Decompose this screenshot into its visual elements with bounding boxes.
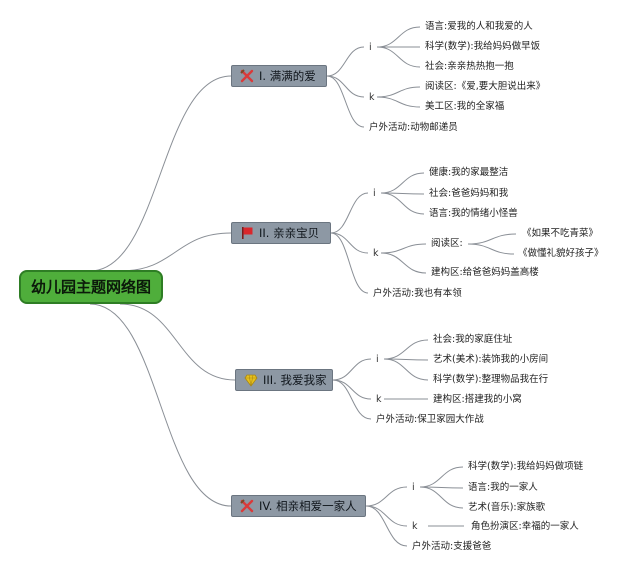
branch-1-i-item-3: 社会:亲亲热热抱一抱 [425,61,514,72]
connector-12 [376,96,421,108]
diamond-icon [244,373,258,387]
branch-3-k-label: k [376,394,382,405]
connector-23 [332,358,372,381]
connector-1 [89,75,232,272]
root-node[interactable]: 幼儿园主题网络图 [19,270,163,304]
connector-30 [365,486,408,507]
connector-14 [330,232,369,254]
branch-3-label: III. 我爱我家 [263,373,327,387]
branch-1-k-item-1: 阅读区:《爱,要大胆说出来》 [425,81,546,92]
branch-1-label: I. 满满的爱 [259,69,316,83]
connector-10 [376,46,421,68]
connector-15 [330,232,369,294]
connector-20 [380,252,427,274]
branch-2-i-item-2: 社会:爸爸妈妈和我 [429,188,509,199]
connector-22 [467,243,515,255]
branch-4-k-item-1: 角色扮演区:幸福的一家人 [471,521,579,532]
crossed-tools-icon [240,499,254,513]
connector-24 [332,379,372,400]
branch-3-outdoor: 户外活动:保卫家园大作战 [376,414,484,425]
connector-21 [467,233,517,245]
connector-11 [376,86,421,98]
branch-3-i-item-1: 社会:我的家庭住址 [433,334,513,345]
connector-13 [330,192,369,234]
crossed-tools-icon [240,69,254,83]
branch-1-k-label: k [369,92,375,103]
branch-2-reading-item-2: 《做懂礼貌好孩子》 [518,248,604,259]
branch-4-k-label: k [412,521,418,532]
connector-3 [119,303,236,381]
connector-2 [119,232,232,272]
branch-1-k-item-2: 美工区:我的全家福 [425,101,505,112]
branch-2-i-item-1: 健康:我的家最整洁 [429,167,509,178]
connector-26 [383,339,429,360]
branch-1-outdoor: 户外活动:动物邮递员 [369,122,458,133]
branch-3-i-label: i [376,354,379,365]
branch-2-k-other: 建构区:给爸爸妈妈盖高楼 [431,267,539,278]
connector-28 [383,358,429,381]
branch-4-outdoor: 户外活动:支援爸爸 [412,541,492,552]
branch-4-node[interactable]: IV. 相亲相爱一家人 [231,495,366,517]
branch-4-i-item-3: 艺术(音乐):家族歌 [468,502,546,513]
branch-2-i-item-3: 语言:我的情绪小怪兽 [429,208,518,219]
connector-4 [89,303,232,507]
root-label: 幼儿园主题网络图 [30,278,151,296]
branch-2-outdoor: 户外活动:我也有本领 [373,288,462,299]
branch-1-i-item-2: 科学(数学):我给妈妈做早饭 [425,41,541,52]
branch-2-label: II. 亲亲宝贝 [259,226,320,240]
branch-3-node[interactable]: III. 我爱我家 [235,369,333,391]
connector-35 [419,486,464,509]
connector-6 [326,75,365,98]
connector-33 [419,466,464,488]
branch-2-reading-item-1: 《如果不吃青菜》 [522,228,599,239]
red-flag-icon [240,226,254,240]
branch-3-i-item-2: 艺术(美术):装饰我的小房间 [433,354,549,365]
branch-3-k-item-1: 建构区:搭建我的小窝 [433,394,522,405]
connector-5 [326,46,365,77]
branch-2-reading-label: 阅读区: [431,238,463,249]
branch-1-node[interactable]: I. 满满的爱 [231,65,327,87]
connector-7 [326,75,365,128]
branch-2-i-label: i [373,188,376,199]
branch-2-node[interactable]: II. 亲亲宝贝 [231,222,331,244]
branch-2-k-label: k [373,248,379,259]
connector-31 [365,505,408,527]
connector-19 [380,243,427,254]
branch-3-i-item-3: 科学(数学):整理物品我在行 [433,374,549,385]
branch-4-i-item-2: 语言:我的一家人 [468,482,538,493]
branch-1-i-item-1: 语言:爱我的人和我爱的人 [425,21,533,32]
connector-16 [380,172,425,194]
connector-25 [332,379,372,420]
branch-4-label: IV. 相亲相爱一家人 [259,499,357,513]
branch-4-i-label: i [412,482,415,493]
connector-18 [380,192,425,215]
branch-1-i-label: i [369,42,372,53]
connector-8 [376,26,421,48]
branch-4-i-item-1: 科学(数学):我给妈妈做项链 [468,461,584,472]
connector-32 [365,505,408,547]
